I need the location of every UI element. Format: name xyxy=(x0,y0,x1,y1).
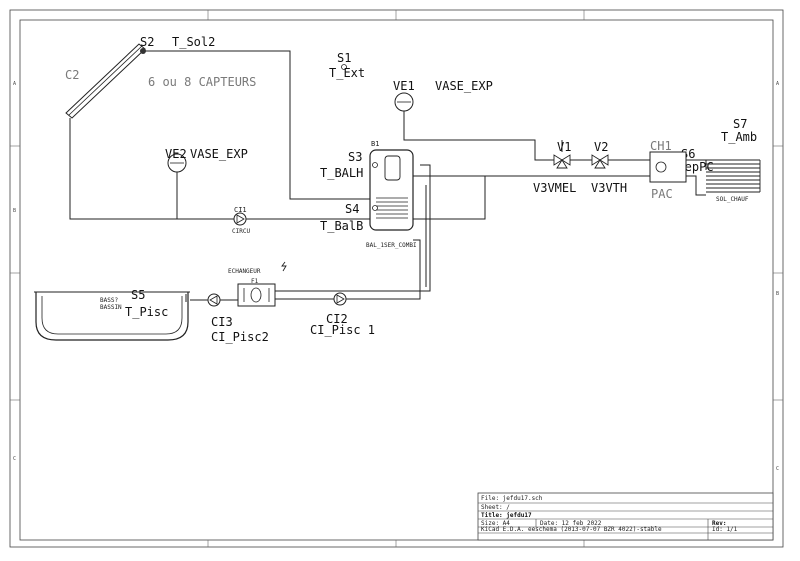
title-size: Size: A4 xyxy=(481,520,510,527)
pump-ci2 xyxy=(333,292,347,306)
sensor-s4-name: T_BalB xyxy=(320,219,363,233)
wire-tank-top xyxy=(403,115,554,161)
storage-tank xyxy=(369,149,414,231)
pump-ci3 xyxy=(207,293,221,307)
wire-floor-return xyxy=(686,175,706,196)
sensor-s2-name: T_Sol2 xyxy=(172,35,215,49)
exchanger-ref: F1 xyxy=(251,278,259,285)
valve-v2 xyxy=(591,154,609,169)
title-id: Id: 1/1 xyxy=(712,526,738,533)
heat-pump-name: PAC xyxy=(651,187,673,201)
ruler-right-a: A xyxy=(776,81,779,87)
sensor-s1-id: S1 xyxy=(337,51,351,65)
pump-ci2-id: CI2 xyxy=(326,312,348,326)
sensor-s4-id: S4 xyxy=(345,202,359,216)
valve-v1-name: V3VMEL xyxy=(533,181,576,195)
tank-name: BAL_1SER_COMBI xyxy=(366,242,417,249)
expansion-vessel-ve2 xyxy=(167,153,187,173)
ve2-id: VE2 xyxy=(165,147,187,161)
expansion-vessel-ve1 xyxy=(394,92,414,118)
pump-ci3-id: CI3 xyxy=(211,315,233,329)
title-file: File: jefdu17.sch xyxy=(481,495,543,502)
ve1-name: VASE_EXP xyxy=(435,79,493,93)
title-title: Title: jefdu17 xyxy=(481,512,532,519)
exchanger-title: ECHANGEUR xyxy=(228,268,261,275)
ruler-left-a: A xyxy=(13,81,16,87)
tank-ref: B1 xyxy=(371,140,379,148)
collector-ref: C2 xyxy=(65,68,79,82)
ruler-left-b: B xyxy=(13,208,16,214)
lightning-icon xyxy=(281,261,287,272)
ruler-left-c: C xyxy=(13,456,16,462)
ruler-right-c: C xyxy=(776,466,779,472)
title-sheet: Sheet: / xyxy=(481,504,510,511)
swimming-pool xyxy=(34,291,190,341)
pump-ci1-name: CIRCU xyxy=(232,228,250,235)
ve2-name: VASE_EXP xyxy=(190,147,248,161)
sensor-s2-dot xyxy=(140,48,146,54)
pool-ref: BASS? xyxy=(100,297,118,304)
pump-ci2-name: CI_Pisc 1 xyxy=(310,323,375,337)
wires xyxy=(69,50,707,302)
sensor-s7-id: S7 xyxy=(733,117,747,131)
solar-collector xyxy=(65,43,146,119)
valve-v1 xyxy=(553,154,571,169)
sensor-s1-name: T_Ext xyxy=(329,66,365,80)
valve-v2-name: V3VTH xyxy=(591,181,627,195)
sensor-s1-icon xyxy=(341,64,347,70)
floor-heating-coil xyxy=(706,159,761,193)
sensor-s5-name: T_Pisc xyxy=(125,305,168,319)
pump-ci1-id: CI1 xyxy=(234,206,247,214)
sensor-s5-id: S5 xyxy=(131,288,145,302)
sensor-s3-name: T_BALH xyxy=(320,166,363,180)
wire-tank-mid xyxy=(413,175,486,220)
border-ticks xyxy=(10,10,783,547)
ve1-id: VE1 xyxy=(393,79,415,93)
heat-exchanger xyxy=(237,261,287,307)
outer-border xyxy=(9,9,784,548)
wire-collector-return xyxy=(69,118,372,220)
valve-v2-id: V2 xyxy=(594,140,608,154)
wire-collector-out xyxy=(145,50,372,200)
sensor-s7-name: T_Amb xyxy=(721,130,757,144)
wire-exchanger-return xyxy=(275,239,421,300)
inner-border xyxy=(19,19,774,541)
valve-v1-id: V1 xyxy=(557,140,571,154)
collector-note: 6 ou 8 CAPTEURS xyxy=(148,75,256,89)
pump-ci3-name: CI_Pisc2 xyxy=(211,330,269,344)
title-block xyxy=(477,492,774,541)
wire-tank-exchanger-top xyxy=(275,164,431,292)
heat-pump-id: CH1 xyxy=(650,139,672,153)
heat-pump xyxy=(649,151,687,183)
pump-ci1 xyxy=(233,212,247,226)
sensor-s2-id: S2 xyxy=(140,35,154,49)
title-tool: KiCad E.D.A. eeschema (2013-07-07 BZR 40… xyxy=(481,526,662,533)
pool-name: BASSIN xyxy=(100,304,122,311)
floor-heating-name: SOL_CHAUF xyxy=(716,196,749,203)
title-date: Date: 12 feb 2022 xyxy=(540,520,602,527)
ruler-right-b: B xyxy=(776,291,779,297)
sensor-s3-id: S3 xyxy=(348,150,362,164)
title-rev: Rev: xyxy=(712,520,726,527)
